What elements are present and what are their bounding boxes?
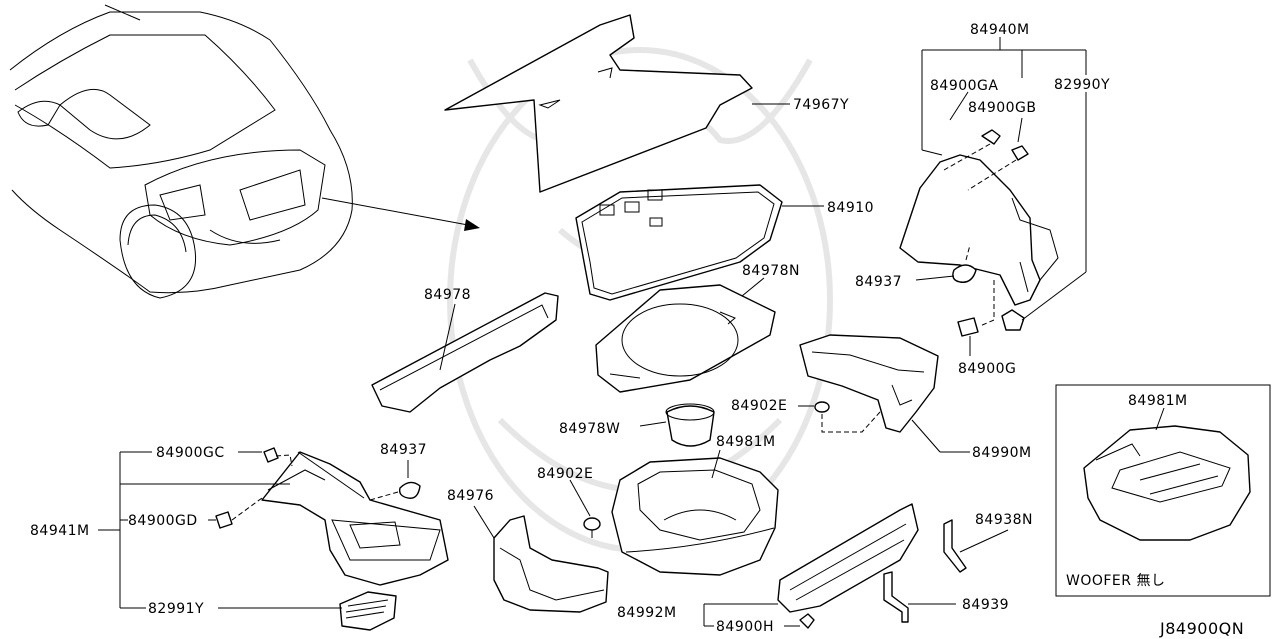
- part-84900GB[interactable]: [1011, 145, 1029, 161]
- vehicle-outline: [9, 4, 353, 299]
- part-84939[interactable]: [883, 571, 909, 623]
- label-84938N: 84938N: [975, 512, 1033, 528]
- label-84902E-left: 84902E: [537, 466, 593, 482]
- part-84902E-left[interactable]: [583, 517, 601, 531]
- label-84937-right: 84937: [855, 274, 902, 290]
- part-84900G[interactable]: [957, 317, 979, 337]
- label-84900GB: 84900GB: [968, 100, 1037, 116]
- part-82991Y[interactable]: [339, 591, 397, 631]
- part-82990Y[interactable]: [1001, 309, 1025, 331]
- inset-box: [1055, 384, 1271, 597]
- label-84900GC: 84900GC: [156, 445, 225, 461]
- part-84938N[interactable]: [943, 519, 967, 573]
- label-84900GA: 84900GA: [930, 78, 998, 94]
- part-84900H[interactable]: [799, 613, 815, 629]
- label-84941M: 84941M: [30, 523, 90, 539]
- label-84910: 84910: [827, 200, 874, 216]
- part-74967Y[interactable]: [444, 14, 753, 193]
- part-84992M[interactable]: [777, 503, 919, 613]
- pointer-arrow: [321, 197, 480, 231]
- label-84976: 84976: [447, 488, 494, 504]
- 84940M-bracket: [921, 37, 1087, 321]
- label-84978: 84978: [424, 287, 471, 303]
- 84941M-bracket: [98, 451, 342, 609]
- part-84902E-right[interactable]: [814, 401, 830, 413]
- label-84900GD: 84900GD: [128, 513, 198, 529]
- label-74967Y: 74967Y: [793, 97, 849, 113]
- label-84981M: 84981M: [716, 434, 776, 450]
- label-84902E-right: 84902E: [731, 398, 787, 414]
- label-84940M: 84940M: [970, 22, 1030, 38]
- diagram-code: J84900QN: [1159, 619, 1244, 638]
- label-84900H: 84900H: [716, 619, 774, 635]
- part-84900GC[interactable]: [263, 447, 279, 463]
- part-84900GA[interactable]: [981, 129, 1001, 145]
- part-84976[interactable]: [493, 515, 609, 613]
- inset-note: WOOFER 無し: [1066, 573, 1165, 589]
- part-84940M[interactable]: [899, 154, 1041, 306]
- label-84981M-inset: 84981M: [1128, 393, 1188, 409]
- label-84939: 84939: [962, 597, 1009, 613]
- part-84941M[interactable]: [261, 451, 449, 586]
- part-84900GD[interactable]: [215, 511, 233, 529]
- label-84900G: 84900G: [958, 361, 1016, 377]
- part-84978N[interactable]: [595, 284, 776, 393]
- part-84937-left[interactable]: [398, 481, 421, 499]
- label-82991Y: 82991Y: [148, 601, 204, 617]
- part-84981M-inset[interactable]: [1083, 425, 1251, 541]
- part-84937-right[interactable]: [952, 264, 977, 283]
- part-84978[interactable]: [371, 292, 559, 413]
- part-84978W[interactable]: [666, 405, 715, 447]
- part-84981M[interactable]: [611, 457, 779, 576]
- label-84990M: 84990M: [972, 445, 1032, 461]
- label-84937-left: 84937: [380, 442, 427, 458]
- label-84978N: 84978N: [742, 263, 800, 279]
- label-84978W: 84978W: [559, 421, 620, 437]
- part-84910[interactable]: [575, 184, 783, 301]
- label-84992M: 84992M: [617, 605, 677, 621]
- label-82990Y: 82990Y: [1054, 77, 1110, 93]
- labels: 84940M 84900GA 82990Y 84900GB 74967Y 849…: [30, 22, 1244, 638]
- part-84990M[interactable]: [799, 334, 939, 433]
